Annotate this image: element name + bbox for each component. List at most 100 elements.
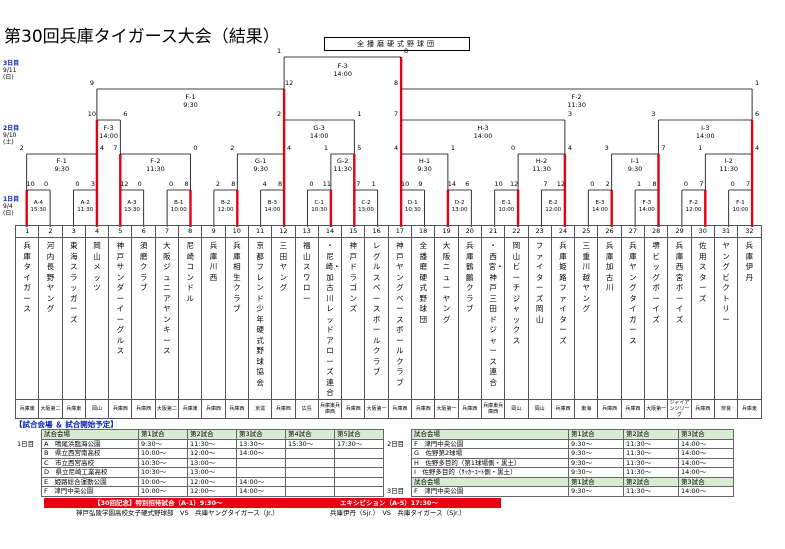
team-name-text: ヤングビクトリー bbox=[722, 241, 730, 324]
r1-left-score: 14 bbox=[447, 180, 457, 188]
sched-time bbox=[285, 448, 335, 459]
sched-venue: I 佐野多目的（ｻｯｶｰｺｰﾄ側・黒土） bbox=[411, 467, 569, 478]
team-number: 25 bbox=[574, 225, 599, 238]
team-area: 兵庫西 bbox=[131, 398, 156, 419]
team-name-text: 兵庫加古川 bbox=[605, 241, 614, 292]
team-area: 兵庫東兵庫西 bbox=[480, 398, 506, 419]
sched-time: 11:30～ bbox=[623, 457, 679, 468]
r2-right-score: 4 bbox=[99, 144, 104, 152]
r1-right-score: 8 bbox=[184, 180, 189, 188]
team-number: 4 bbox=[84, 225, 110, 238]
team-name: 兵庫鶴鵬クラブ bbox=[457, 237, 482, 400]
sched-day-label: 3日目 bbox=[387, 487, 405, 495]
team-number: 10 bbox=[224, 225, 249, 238]
r2-match-label: F-1 bbox=[56, 157, 67, 165]
team-area: 京滋 bbox=[247, 398, 273, 419]
team-area: 兵庫西 bbox=[550, 398, 576, 419]
r1-right-score: 12 bbox=[509, 180, 519, 188]
final-match-label: F-3 bbox=[337, 62, 348, 70]
team-number: 24 bbox=[550, 225, 576, 238]
sched-day-label: 2日目 bbox=[387, 439, 405, 448]
sched-time: 10:00～ bbox=[138, 486, 188, 497]
qf-right-score: 6 bbox=[123, 110, 128, 118]
team-number: 18 bbox=[411, 225, 436, 238]
team-name: 兵庫タイガース bbox=[14, 237, 40, 400]
sched-venue-header: 試合会場 bbox=[41, 429, 139, 440]
team-area: 兵庫西 bbox=[620, 398, 646, 419]
sched-venue-header: 試合会場 bbox=[411, 429, 569, 440]
team-name-text: 神戸サンダーイーグルス bbox=[116, 241, 125, 355]
team-name-text: 河内長野ヤング bbox=[46, 241, 55, 313]
team-name: 岡山メッツ bbox=[84, 237, 110, 400]
team-name-text: ・尼崎・加古川レッドアローズ連合 bbox=[325, 241, 341, 397]
day-label-text: 9/11 bbox=[3, 67, 17, 74]
sched-game-header: 第1試合 bbox=[568, 429, 624, 440]
r2-match-time: 9:30 bbox=[417, 165, 432, 173]
sched-time: 10:00～ bbox=[138, 448, 188, 459]
sched-time: 9:30～ bbox=[138, 438, 188, 449]
sched-time: 14:00～ bbox=[236, 448, 286, 459]
sched-blank bbox=[385, 477, 412, 487]
r1-right-score: 8 bbox=[231, 180, 236, 188]
sched-time: 14:00～ bbox=[678, 457, 734, 468]
r1-match-label: A-3 bbox=[127, 200, 137, 206]
team-area: 兵庫東兵庫西 bbox=[317, 398, 343, 419]
day-label-text: 9/4 bbox=[3, 203, 13, 210]
r2-left-score: 7 bbox=[113, 144, 118, 152]
team-number: 5 bbox=[108, 225, 133, 238]
sched-time: 12:00～ bbox=[187, 476, 237, 487]
team-area: 東海 bbox=[574, 398, 599, 419]
r2-match-label: H-1 bbox=[418, 157, 431, 165]
team-name: ・西宮・神戸三田ドジャース連合 bbox=[480, 237, 506, 400]
qf-match-label: I-3 bbox=[701, 124, 710, 132]
r2-match-time: 11:30 bbox=[532, 165, 551, 173]
sf-right-score: 1 bbox=[755, 79, 760, 87]
team-area: 兵庫東 bbox=[178, 398, 203, 419]
sched-time: 9:30～ bbox=[568, 457, 624, 468]
team-name: 福山スワロー bbox=[294, 237, 319, 400]
team-name: 岡山ビーチジャックス bbox=[504, 237, 529, 400]
team-name-text: 東海スラッガーズ bbox=[69, 241, 78, 324]
sched-time: 10:00～ bbox=[138, 476, 188, 487]
sf-left-score: 8 bbox=[394, 79, 399, 87]
sched-venue: F 津門中央公園 bbox=[411, 438, 569, 449]
team-number: 2 bbox=[38, 225, 63, 238]
r1-left-score: 4 bbox=[262, 180, 267, 188]
team-area: ジャイアンツリーグ bbox=[667, 398, 692, 419]
sched-game-header: 第2試合 bbox=[187, 429, 237, 440]
r2-match-time: 11:30 bbox=[719, 165, 739, 173]
qf-match-label: F-3 bbox=[103, 124, 114, 132]
r1-match-time: 14:00 bbox=[592, 207, 608, 213]
r2-match-time: 9:30 bbox=[627, 165, 643, 173]
sched-time: 17:30～ bbox=[334, 438, 384, 449]
team-name: 須磨クラブ bbox=[131, 237, 156, 400]
r2-match-time: 9:30 bbox=[253, 165, 268, 173]
sched-day-label bbox=[385, 449, 412, 459]
exhibition-label: エキシビション（A-5）17:30～ bbox=[340, 499, 438, 507]
r1-right-score: 0 bbox=[137, 180, 142, 188]
r1-left-score: 7 bbox=[356, 180, 361, 188]
team-name: 兵庫姫路ファイターズ bbox=[550, 237, 576, 400]
sched-time: 12:00～ bbox=[187, 486, 237, 497]
team-number: 20 bbox=[457, 225, 482, 238]
sched-time bbox=[285, 467, 335, 478]
team-area: 岡山 bbox=[84, 398, 110, 419]
r2-left-score: 2 bbox=[230, 144, 235, 152]
r2-left-score: 2 bbox=[19, 144, 24, 152]
r1-match-time: 10:30 bbox=[311, 207, 328, 213]
sched-time: 13:30～ bbox=[236, 438, 286, 449]
team-number: 13 bbox=[294, 225, 319, 238]
team-area: 兵庫東 bbox=[61, 398, 86, 419]
qf-left-score: 2 bbox=[277, 110, 282, 118]
team-area: 大阪第二 bbox=[38, 398, 63, 419]
team-name: 大阪ニューヤング bbox=[434, 237, 459, 400]
r1-left-score: 10 bbox=[400, 180, 410, 188]
team-name: 三田ヤング bbox=[271, 237, 296, 400]
team-name-text: 大阪ニューヤング bbox=[442, 241, 451, 324]
r1-match-label: E-1 bbox=[501, 200, 511, 206]
sched-time: 14:00～ bbox=[678, 438, 734, 449]
